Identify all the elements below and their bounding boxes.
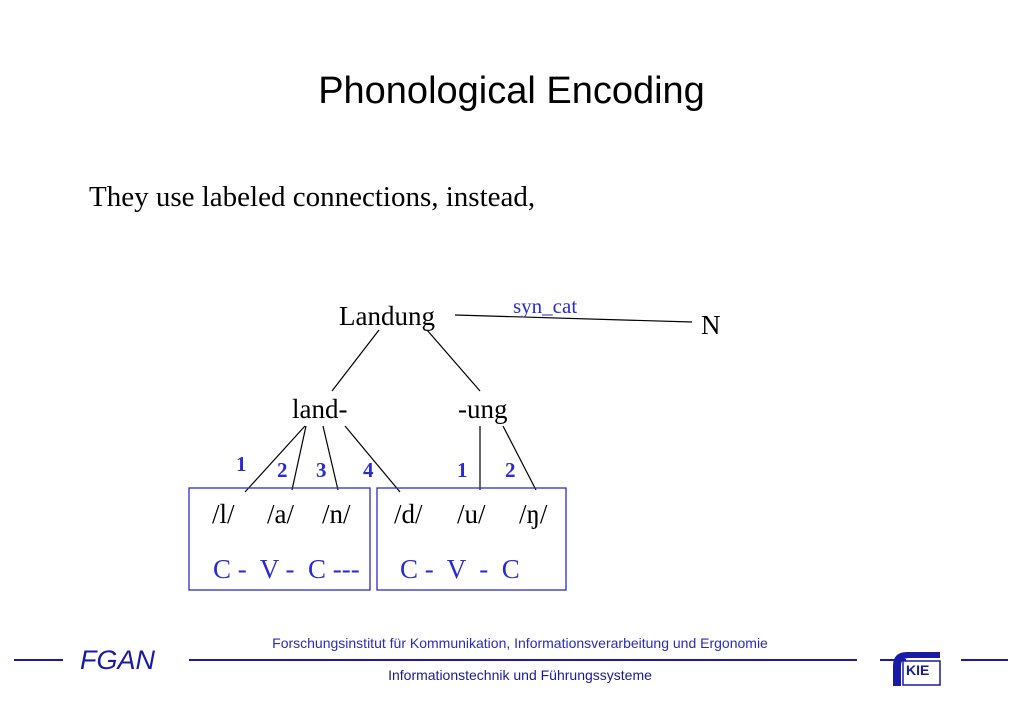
cv-pattern-ung: C - V - C	[400, 554, 520, 584]
morpheme-node-land: land-	[292, 394, 347, 424]
cv-pattern-land: C - V - C ---	[213, 554, 360, 584]
link-land-4	[344, 425, 401, 493]
link-land-1	[244, 425, 306, 493]
link-ung-2	[502, 425, 537, 491]
word-node-landung: Landung	[339, 301, 435, 331]
fgan-logo: FGAN	[80, 645, 156, 675]
syn-cat-link	[454, 314, 693, 323]
slide-title: Phonological Encoding	[318, 70, 705, 112]
link-label-land-2: 2	[277, 458, 288, 482]
footer-institute: Forschungsinstitut für Kommunikation, In…	[272, 635, 768, 651]
link-land-2	[291, 425, 307, 491]
syn-cat-label: syn_cat	[513, 294, 577, 318]
link-label-ung-1: 1	[457, 458, 468, 482]
kie-logo-icon	[880, 652, 941, 686]
category-node-n: N	[701, 310, 721, 340]
link-label-land-3: 3	[316, 458, 327, 482]
link-land-3	[322, 425, 339, 491]
phoneme-a: /a/	[267, 499, 294, 529]
slide-subtitle: They use labeled connections, instead,	[89, 181, 536, 213]
morpheme-node-ung: -ung	[458, 394, 508, 424]
link-label-ung-2: 2	[505, 458, 516, 482]
phoneme-n: /n/	[322, 499, 351, 529]
phoneme-u: /u/	[457, 499, 486, 529]
phoneme-box-ung	[376, 487, 567, 591]
footer-department: Informationstechnik und Führungssysteme	[388, 667, 652, 683]
phoneme-box-land	[188, 487, 371, 591]
phoneme-ng: /ŋ/	[519, 499, 548, 529]
phoneme-d: /d/	[394, 499, 423, 529]
phoneme-l: /l/	[212, 499, 235, 529]
link-label-land-1: 1	[236, 452, 247, 476]
link-word-to-land	[331, 329, 380, 392]
link-label-land-4: 4	[363, 458, 374, 482]
link-word-to-ung	[426, 329, 481, 392]
kie-logo-text: KIE	[906, 662, 930, 678]
